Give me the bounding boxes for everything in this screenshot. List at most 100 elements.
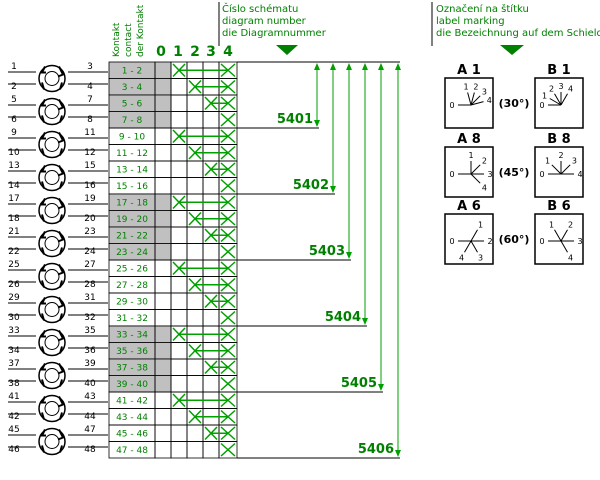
contact-finger	[40, 363, 46, 371]
terminal-number: 27	[84, 260, 95, 270]
row-shading	[109, 375, 171, 392]
terminal-number: 46	[8, 445, 20, 455]
terminal-number: 21	[8, 227, 19, 237]
contact-label: 29 - 30	[116, 298, 148, 308]
switch-cell	[202, 243, 220, 261]
bracket-arrowhead	[346, 252, 352, 259]
row-shading	[109, 62, 171, 79]
position-header: 2	[190, 44, 200, 60]
contact-finger	[41, 346, 45, 354]
switch-cell	[170, 78, 188, 96]
terminal-number: 35	[84, 326, 95, 336]
terminal-number: 44	[84, 412, 96, 422]
bracket-arrowhead	[362, 318, 368, 325]
contact-finger	[40, 297, 46, 305]
position-header: 0	[156, 44, 166, 60]
switch-cell	[202, 309, 220, 327]
contact-finger	[59, 148, 63, 156]
marking-ray	[560, 164, 571, 175]
terminal-number: 17	[8, 194, 19, 204]
contact-finger	[40, 132, 46, 140]
contact-finger	[59, 181, 63, 189]
switch-cell	[154, 292, 172, 310]
switch-cell	[186, 292, 204, 310]
rotor-inner	[44, 368, 60, 383]
contact-finger	[40, 99, 46, 107]
switch-cell	[186, 94, 204, 112]
terminal-number: 19	[84, 194, 96, 204]
contact-closed-mark	[220, 112, 236, 127]
marking-position-label: 0	[449, 237, 454, 246]
terminal-number: 39	[84, 359, 96, 369]
switch-cell	[154, 259, 172, 277]
marking-position-label: 0	[539, 237, 544, 246]
contact-label: 19 - 20	[116, 215, 148, 225]
rotor-inner	[44, 335, 60, 350]
contact-label: 21 - 22	[116, 232, 148, 242]
marking-ray	[464, 240, 472, 253]
marking-position-label: 3	[482, 88, 487, 97]
switch-cell	[154, 408, 172, 426]
switch-cell	[170, 441, 188, 459]
marking-ray	[470, 92, 475, 106]
contact-finger	[59, 214, 63, 222]
contact-label: 1 - 2	[122, 67, 142, 77]
bracket-arrowhead	[395, 450, 401, 457]
contact-finger	[57, 198, 65, 210]
contact-label: 5 - 6	[122, 100, 143, 110]
marking-position-label: 2	[473, 83, 478, 92]
marking-position-label: 2	[549, 85, 554, 94]
contact-label-line: Kontakt	[112, 22, 122, 57]
terminal-number: 7	[87, 95, 93, 105]
marking-box	[534, 213, 584, 265]
switch-cell	[154, 177, 172, 195]
contact-finger	[59, 412, 63, 420]
rotor-inner	[44, 302, 60, 317]
terminal-number: 23	[84, 227, 95, 237]
switch-cell	[154, 276, 172, 294]
row-shading	[109, 210, 171, 227]
contact-label: 3 - 4	[122, 83, 143, 93]
row-shading	[109, 326, 171, 343]
switch-cell	[154, 441, 172, 459]
terminal-number: 18	[8, 214, 20, 224]
contact-finger	[57, 429, 65, 441]
marking-title-b: B 1	[547, 63, 570, 78]
terminal-number: 14	[8, 181, 20, 191]
marking-ray	[470, 101, 484, 106]
switch-cell	[170, 408, 188, 426]
switch-cell	[202, 111, 220, 129]
marking-position-label: 4	[568, 253, 573, 262]
marking-angle: (45°)	[499, 166, 530, 179]
contact-finger	[40, 165, 46, 173]
contact-label-line: contact	[124, 23, 134, 57]
contact-finger	[57, 297, 65, 309]
contact-finger	[41, 181, 45, 189]
contact-label: 13 - 14	[116, 166, 148, 176]
contact-finger	[57, 99, 65, 111]
position-header: 1	[173, 44, 183, 60]
contact-label: 43 - 44	[116, 413, 148, 423]
contact-finger	[59, 445, 63, 453]
terminal-number: 10	[8, 148, 20, 158]
position-header: 3	[206, 44, 216, 60]
contact-label: 7 - 8	[122, 116, 143, 126]
marking-angle: (30°)	[499, 97, 530, 110]
contact-label: 35 - 36	[116, 347, 148, 357]
terminal-number: 12	[84, 148, 95, 158]
terminal-number: 15	[84, 161, 95, 171]
contact-finger	[41, 412, 45, 420]
marking-position-label: 3	[558, 82, 563, 91]
contact-closed-mark	[220, 244, 236, 259]
contact-finger	[40, 264, 46, 272]
bracket-arrowhead	[330, 186, 336, 193]
marking-ray	[470, 173, 481, 184]
switch-cell	[154, 391, 172, 409]
row-shading	[109, 227, 171, 244]
terminal-number: 4	[87, 82, 93, 92]
diagram-number: 5402	[293, 178, 329, 193]
terminal-number: 47	[84, 425, 95, 435]
marking-position-label: 3	[478, 253, 483, 262]
